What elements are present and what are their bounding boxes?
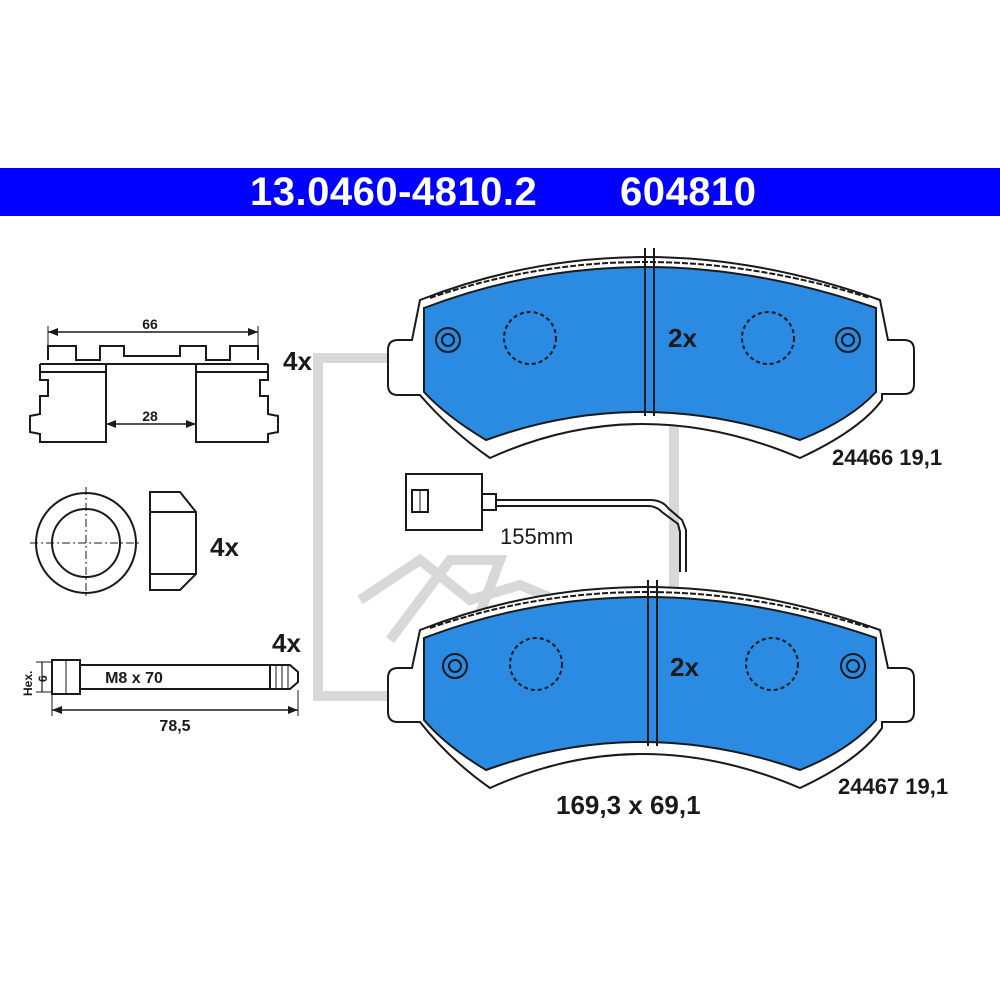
clip-width-inner: 28 xyxy=(142,408,158,424)
bolt-hex-label: Hex. xyxy=(21,671,35,696)
pad-bottom-quantity: 2x xyxy=(670,652,699,682)
anti-rattle-clip-icon xyxy=(29,326,279,443)
pad-top-quantity: 2x xyxy=(668,323,697,353)
clip-width-outer: 66 xyxy=(142,316,158,332)
guide-bushing-icon xyxy=(30,487,197,599)
pad-dimensions: 169,3 x 69,1 xyxy=(556,790,701,820)
guide-bolt-icon xyxy=(36,659,299,716)
brake-pad-icon xyxy=(387,580,915,790)
bushing-quantity: 4x xyxy=(210,532,239,562)
header-banner: 13.0460-4810.2 604810 xyxy=(0,168,1000,216)
wear-sensor-icon xyxy=(405,473,687,572)
bolt-quantity: 4x xyxy=(272,628,301,658)
wear-sensor-length: 155mm xyxy=(500,524,573,549)
pad-top-code: 24466 19,1 xyxy=(832,445,942,470)
clip-quantity: 4x xyxy=(283,346,312,376)
pad-bottom-code: 24467 19,1 xyxy=(838,774,948,799)
bolt-thread: M8 x 70 xyxy=(105,670,163,687)
part-number: 13.0460-4810.2 xyxy=(250,170,538,214)
bolt-length: 78,5 xyxy=(159,718,190,735)
brake-pad-icon xyxy=(387,248,915,460)
article-number: 604810 xyxy=(620,170,757,214)
bolt-hex-size: 6 xyxy=(36,675,50,682)
